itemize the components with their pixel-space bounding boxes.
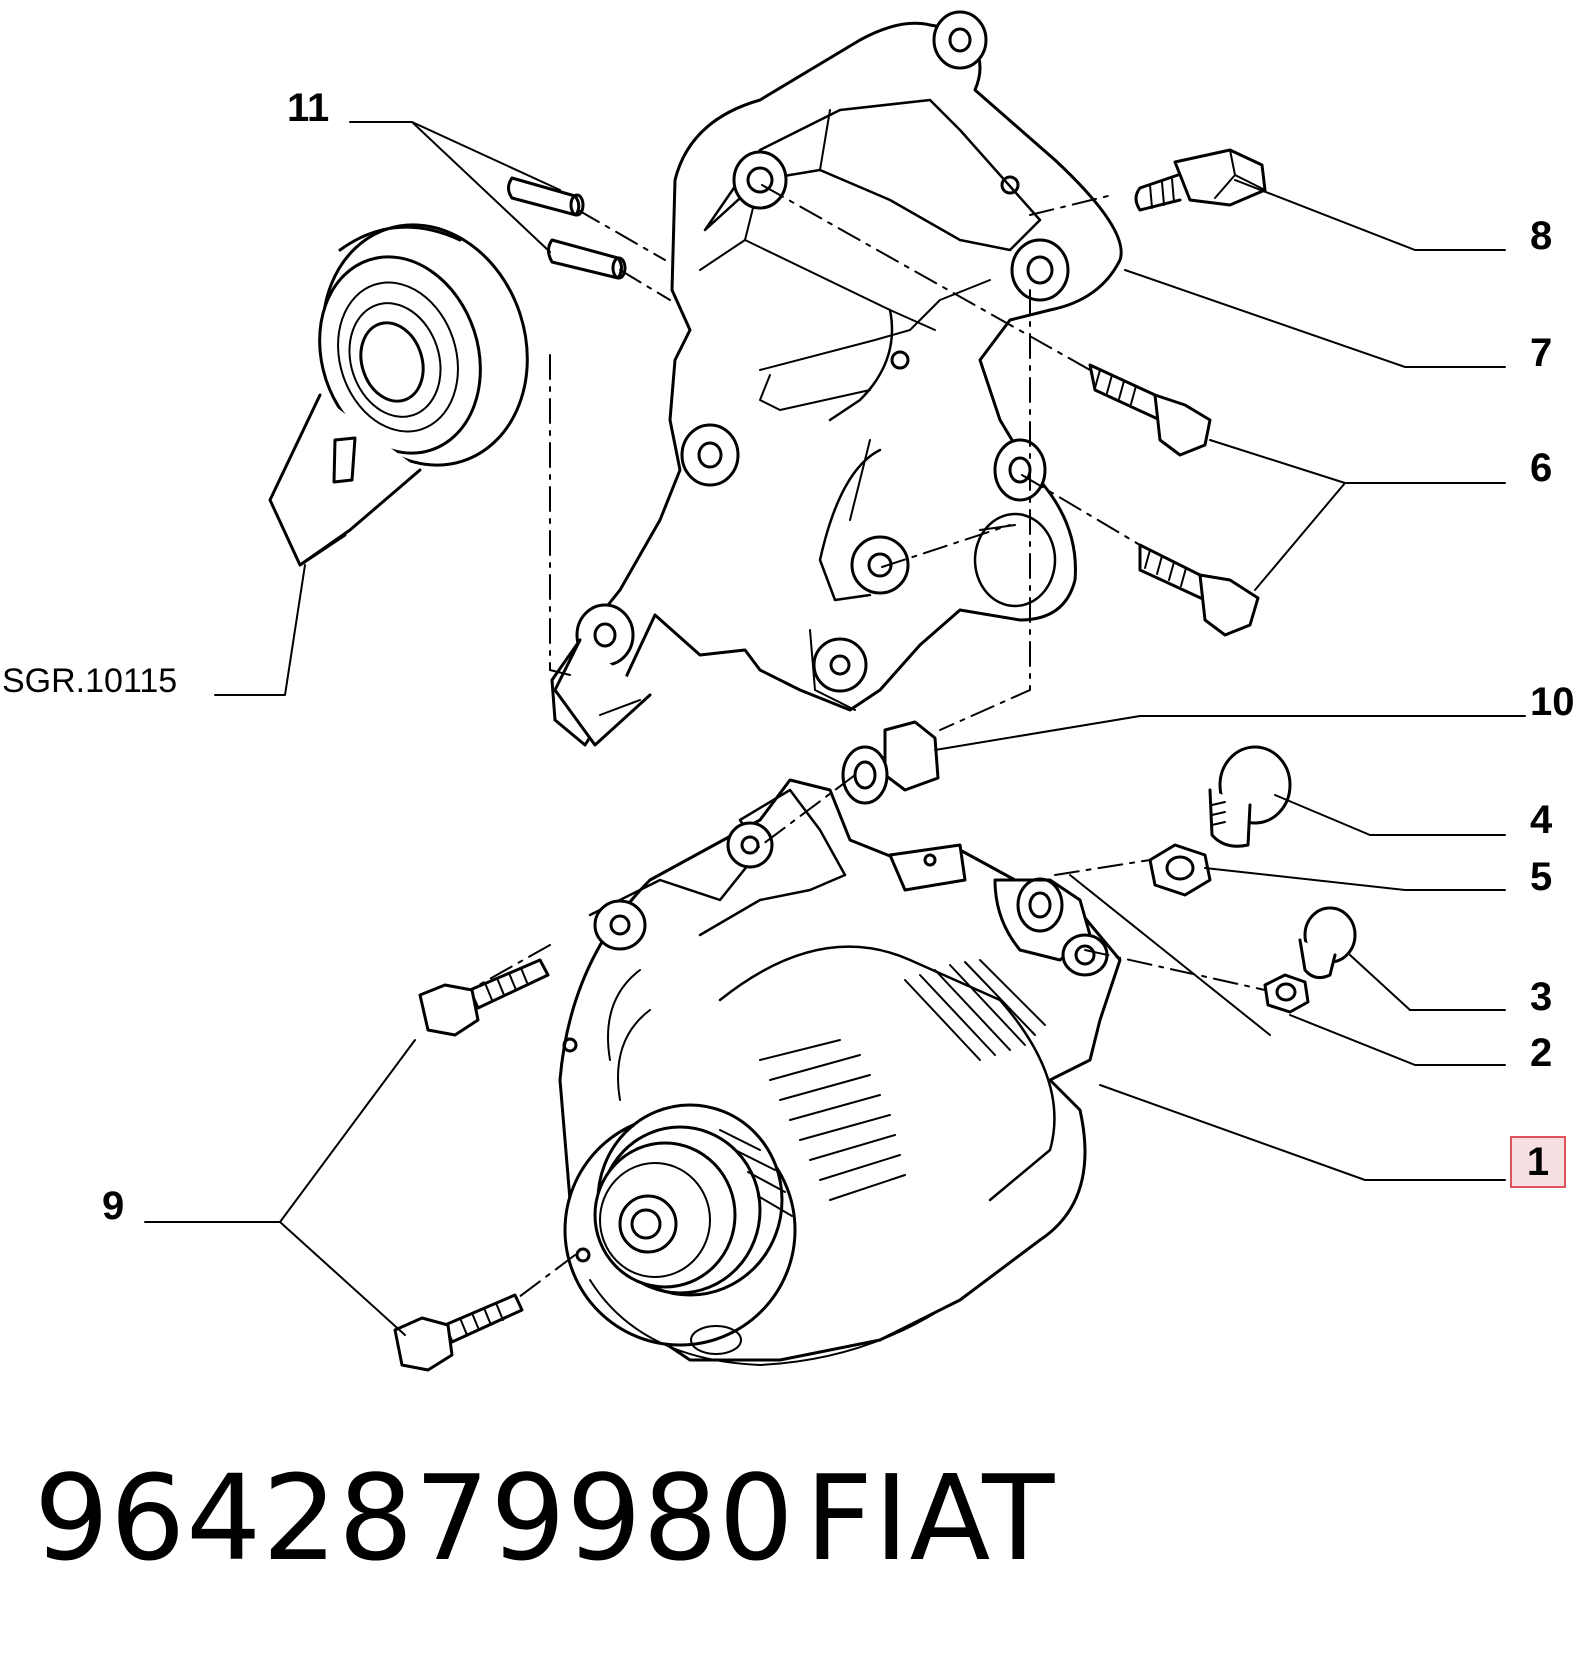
- spacer-10: [841, 720, 940, 805]
- cap-3: [1298, 906, 1357, 980]
- tensioner-pulley: [268, 223, 529, 567]
- callout-9: 9: [102, 1184, 125, 1228]
- callout-5: 5: [1530, 855, 1553, 899]
- bolt-9-lower: [393, 1293, 524, 1372]
- alternator-bracket: [550, 10, 1123, 747]
- callout-11: 11: [287, 86, 330, 130]
- leader-lines: [144, 121, 1526, 1336]
- part-number: 9642879980: [34, 1449, 795, 1587]
- sleeves: [507, 176, 627, 280]
- nut-2: [1263, 973, 1310, 1014]
- callout-4: 4: [1530, 798, 1553, 842]
- callout-6: 6: [1530, 446, 1553, 490]
- bolt-6-lower: [1138, 543, 1260, 637]
- exploded-parts-diagram: [144, 10, 1526, 1372]
- callout-3: 3: [1530, 975, 1553, 1019]
- alternator: [558, 778, 1122, 1366]
- bolt-9-upper: [418, 958, 550, 1037]
- callout-10: 10: [1530, 680, 1575, 724]
- cap-4: [1208, 745, 1292, 848]
- reference-label: SGR.10115: [2, 662, 178, 700]
- alignment-lines: [469, 184, 1266, 1301]
- bolt-8: [1134, 148, 1267, 212]
- callout-8: 8: [1530, 214, 1553, 258]
- callout-7: 7: [1530, 331, 1553, 375]
- callout-2: 2: [1530, 1031, 1553, 1075]
- nut-5: [1148, 843, 1212, 897]
- brand-name: FIAT: [805, 1449, 1056, 1587]
- bolt-6-upper: [1088, 363, 1212, 457]
- callout-1-highlighted[interactable]: 1: [1510, 1136, 1566, 1188]
